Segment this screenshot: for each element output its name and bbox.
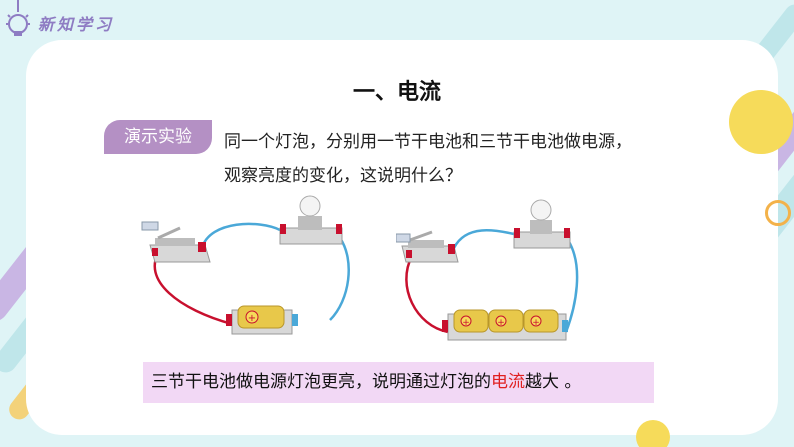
page-title: 一、电流 xyxy=(352,80,441,105)
lightbulb-icon xyxy=(4,0,32,40)
battery-plus-symbol: + xyxy=(497,318,505,328)
battery-plus-symbol: + xyxy=(248,313,256,324)
demo-badge: 演示实验 xyxy=(104,120,212,154)
conclusion-text: 三节干电池做电源灯泡更亮，说明通过灯泡的 xyxy=(151,372,491,392)
bulb xyxy=(513,199,571,249)
battery-plus-symbol: + xyxy=(532,318,540,328)
demo-line-1: 同一个灯泡，分别用一节干电池和三节干电池做电源， xyxy=(224,132,632,152)
conclusion-box: 三节干电池做电源灯泡更亮，说明通过灯泡的电流越大 。 xyxy=(143,362,654,403)
battery-holder: + xyxy=(226,305,298,335)
circuit-three-batteries: + + + xyxy=(396,199,579,341)
circuit-one-battery: + xyxy=(141,195,350,335)
demo-line-2: 观察亮度的变化，这说明什么？ xyxy=(224,166,462,186)
header-label: 新知学习 xyxy=(38,15,115,34)
decor-circle xyxy=(636,420,670,447)
decor-circle xyxy=(729,90,793,154)
decor-circle xyxy=(765,200,791,226)
battery-plus-symbol: + xyxy=(462,318,470,328)
bulb xyxy=(279,195,343,245)
battery-holder: + + + xyxy=(442,309,568,341)
switch xyxy=(396,230,459,263)
conclusion-highlight: 电流 xyxy=(491,372,525,392)
conclusion-tail: 越大 。 xyxy=(525,372,582,392)
demo-description: 同一个灯泡，分别用一节干电池和三节干电池做电源， 观察亮度的变化，这说明什么？ xyxy=(224,125,704,193)
switch xyxy=(141,221,211,263)
